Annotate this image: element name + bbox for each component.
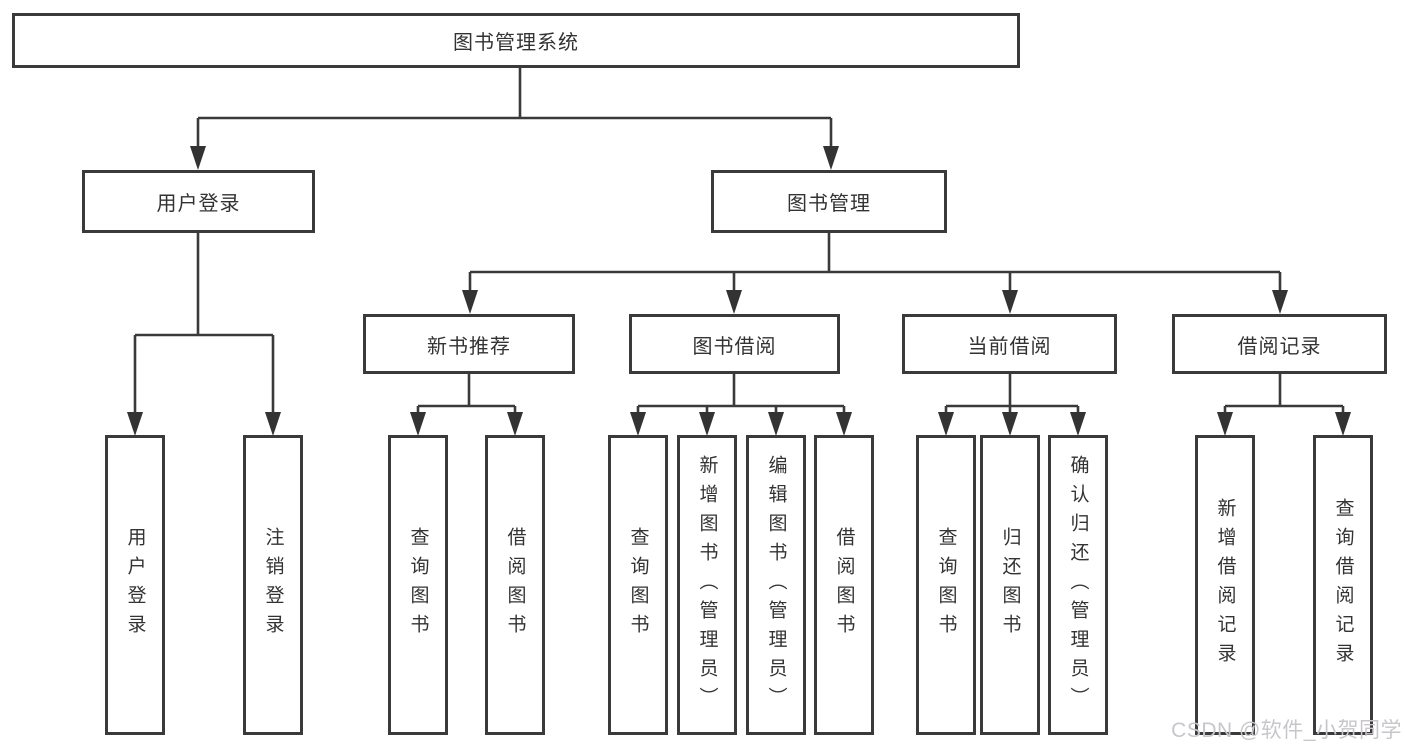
leaf-label: 借阅图书 <box>833 527 855 643</box>
arrow-down-icon <box>1070 412 1086 436</box>
arrow-down-icon <box>1335 412 1351 436</box>
leaf-record-add-record: 新增借阅记录 <box>1195 435 1255 735</box>
node-borrow-record: 借阅记录 <box>1172 314 1387 374</box>
connector-user-login-to-leaves <box>127 233 281 436</box>
leaf-record-query-record: 查询借阅记录 <box>1313 435 1373 735</box>
node-label: 新书推荐 <box>427 335 511 358</box>
connector-root-to-level1 <box>190 68 839 170</box>
arrow-down-icon <box>630 412 646 436</box>
leaf-label: 查询图书 <box>407 527 429 643</box>
leaf-borrow-add-book-admin: 新增图书（管理员） <box>677 435 737 735</box>
leaf-label: 编辑图书（管理员） <box>765 454 787 716</box>
arrow-down-icon <box>1272 290 1288 314</box>
arrow-down-icon <box>265 412 281 436</box>
arrow-down-icon <box>462 290 478 314</box>
node-root-system: 图书管理系统 <box>12 13 1020 68</box>
arrow-down-icon <box>823 146 839 170</box>
connector-borrow-record-to-leaves <box>1217 374 1351 436</box>
leaf-current-confirm-return-admin: 确认归还（管理员） <box>1048 435 1108 735</box>
connector-new-book-recommend-to-leaves <box>410 374 523 436</box>
leaf-borrow-borrow-book: 借阅图书 <box>814 435 874 735</box>
node-book-management: 图书管理 <box>711 170 947 233</box>
leaf-label: 注销登录 <box>262 527 284 643</box>
arrow-down-icon <box>1002 412 1018 436</box>
arrow-down-icon <box>699 412 715 436</box>
leaf-recommend-borrow-book: 借阅图书 <box>485 435 545 735</box>
connector-book-borrow-to-leaves <box>630 374 852 436</box>
leaf-label: 新增图书（管理员） <box>696 454 718 716</box>
leaf-recommend-query-book: 查询图书 <box>388 435 448 735</box>
arrow-down-icon <box>127 412 143 436</box>
node-user-login: 用户登录 <box>82 170 315 233</box>
leaf-borrow-edit-book-admin: 编辑图书（管理员） <box>746 435 806 735</box>
arrow-down-icon <box>768 412 784 436</box>
leaf-label: 借阅图书 <box>504 527 526 643</box>
leaf-label: 查询图书 <box>627 527 649 643</box>
node-book-borrow: 图书借阅 <box>629 314 840 374</box>
node-label: 用户登录 <box>156 193 241 215</box>
leaf-current-query-book: 查询图书 <box>916 435 976 735</box>
leaf-label: 新增借阅记录 <box>1214 498 1236 672</box>
node-label: 当前借阅 <box>967 335 1052 358</box>
arrow-down-icon <box>1217 412 1233 436</box>
leaf-borrow-query-book: 查询图书 <box>608 435 668 735</box>
node-label: 借阅记录 <box>1237 335 1322 358</box>
leaf-label: 查询借阅记录 <box>1332 498 1354 672</box>
arrow-down-icon <box>410 412 426 436</box>
connector-current-borrow-to-leaves <box>938 374 1086 436</box>
connector-book-management-to-level2 <box>462 233 1288 314</box>
arrow-down-icon <box>726 290 742 314</box>
leaf-current-return-book: 归还图书 <box>980 435 1040 735</box>
node-label: 图书管理 <box>787 193 871 215</box>
leaf-label: 查询图书 <box>935 527 957 643</box>
leaf-logout-login: 注销登录 <box>243 435 303 735</box>
arrow-down-icon <box>190 146 206 170</box>
node-label: 图书管理系统 <box>453 32 579 54</box>
arrow-down-icon <box>836 412 852 436</box>
leaf-label: 归还图书 <box>999 527 1021 643</box>
leaf-user-login: 用户登录 <box>105 435 165 735</box>
node-current-borrow: 当前借阅 <box>902 314 1117 374</box>
leaf-label: 确认归还（管理员） <box>1067 454 1089 716</box>
csdn-watermark: CSDN @软件_小贺同学 <box>1171 719 1402 742</box>
arrow-down-icon <box>1002 290 1018 314</box>
arrow-down-icon <box>507 412 523 436</box>
node-label: 图书借阅 <box>692 335 777 358</box>
arrow-down-icon <box>938 412 954 436</box>
leaf-label: 用户登录 <box>124 527 146 643</box>
node-new-book-recommend: 新书推荐 <box>363 314 575 374</box>
